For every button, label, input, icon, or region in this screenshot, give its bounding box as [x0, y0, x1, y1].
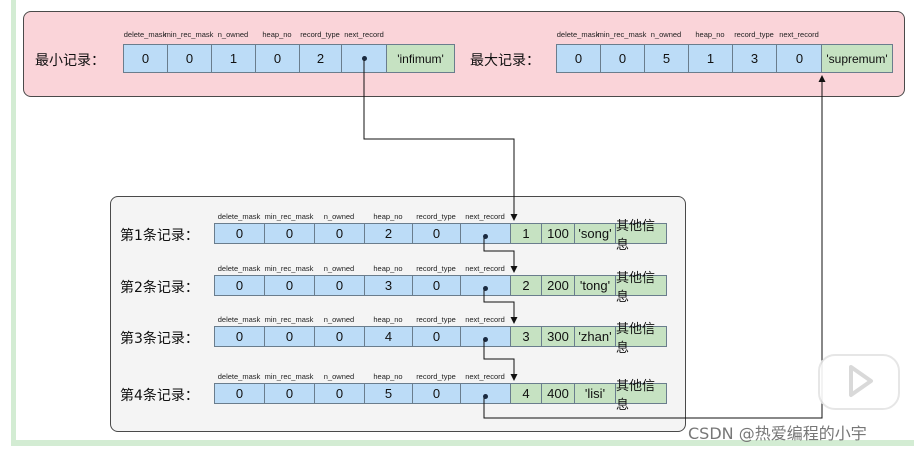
- record-1-header-2: n_owned: [323, 212, 355, 221]
- record-2-data-1: 200: [541, 275, 575, 296]
- infimum-field-0: 0: [123, 44, 168, 73]
- supremum-field-1: 0: [600, 44, 645, 73]
- record-4-header-5: next_record: [465, 372, 505, 381]
- supremum-field-0: 0: [556, 44, 601, 73]
- supremum-field-4: 3: [732, 44, 777, 73]
- record-1-header-5: next_record: [465, 212, 505, 221]
- record-3-header-4: record_type: [416, 315, 456, 324]
- record-3-next-record-pointer: [482, 337, 488, 342]
- arrow-record-2-to-record-3: [483, 290, 518, 324]
- record-3-data-2: 'zhan': [574, 326, 616, 347]
- infimum-label: 最小记录：: [35, 53, 105, 69]
- video-play-icon: [818, 346, 900, 410]
- arrow-record-4-to-supremum: [483, 75, 826, 419]
- record-2-header-5: next_record: [465, 264, 505, 273]
- record-1-data-1: 100: [541, 223, 575, 244]
- record-2-field-4: 0: [412, 275, 461, 296]
- record-3-header-1: min_rec_mask: [264, 315, 314, 324]
- supremum-label: 最大记录：: [470, 53, 540, 69]
- infimum-header-4: record_type: [300, 30, 340, 39]
- supremum-header-5: next_record: [779, 30, 819, 39]
- record-2-header-4: record_type: [416, 264, 456, 273]
- record-4-header-4: record_type: [416, 372, 456, 381]
- record-2-label: 第2条记录：: [120, 280, 199, 296]
- record-1-label: 第1条记录：: [120, 228, 199, 244]
- record-1-header-3: heap_no: [373, 212, 403, 221]
- record-1-header-0: delete_mask: [217, 212, 261, 221]
- supremum-header-2: n_owned: [650, 30, 682, 39]
- arrow-infimum-to-record-1: [363, 60, 518, 221]
- record-1-next-record-pointer: [482, 234, 488, 239]
- record-4-data-0: 4: [510, 383, 542, 404]
- supremum-header-3: heap_no: [695, 30, 725, 39]
- supremum-name: 'supremum': [821, 44, 893, 73]
- record-4-next-record-pointer: [482, 394, 488, 399]
- record-2-field-1: 0: [264, 275, 315, 296]
- supremum-header-4: record_type: [734, 30, 774, 39]
- infimum-header-1: min_rec_mask: [164, 30, 214, 39]
- supremum-header-1: min_rec_mask: [597, 30, 647, 39]
- infimum-header-5: next_record: [344, 30, 384, 39]
- record-4-header-2: n_owned: [323, 372, 355, 381]
- infimum-header-2: n_owned: [217, 30, 249, 39]
- arrow-record-1-to-record-2: [483, 238, 518, 273]
- record-2-data-2: 'tong': [574, 275, 616, 296]
- record-4-field-3: 5: [364, 383, 413, 404]
- arrow-record-3-to-record-4: [483, 340, 518, 381]
- supremum-field-3: 1: [688, 44, 733, 73]
- record-4-header-0: delete_mask: [217, 372, 261, 381]
- record-2-header-1: min_rec_mask: [264, 264, 314, 273]
- record-3-header-0: delete_mask: [217, 315, 261, 324]
- infimum-name: 'infimum': [386, 44, 455, 73]
- supremum-field-5: 0: [776, 44, 823, 73]
- record-2-next-record-pointer: [482, 286, 488, 291]
- record-2-header-0: delete_mask: [217, 264, 261, 273]
- record-1-data-2: 'song': [574, 223, 616, 244]
- infimum-header-0: delete_mask: [123, 30, 167, 39]
- infimum-field-3: 0: [255, 44, 300, 73]
- supremum-header-0: delete_mask: [556, 30, 600, 39]
- record-3-label: 第3条记录：: [120, 331, 199, 347]
- record-4-data-2: 'lisi': [574, 383, 616, 404]
- record-3-field-4: 0: [412, 326, 461, 347]
- watermark: CSDN @热爱编程的小宇: [688, 424, 867, 443]
- record-4-label: 第4条记录：: [120, 388, 199, 404]
- record-4-header-1: min_rec_mask: [264, 372, 314, 381]
- infimum-field-2: 1: [211, 44, 256, 73]
- record-4-data-1: 400: [541, 383, 575, 404]
- record-4-header-3: heap_no: [373, 372, 403, 381]
- infimum-header-3: heap_no: [262, 30, 292, 39]
- record-2-header-2: n_owned: [323, 264, 355, 273]
- record-2-field-3: 3: [364, 275, 413, 296]
- infimum-next-record-pointer: [361, 56, 367, 61]
- record-3-header-5: next_record: [465, 315, 505, 324]
- record-2-header-3: heap_no: [373, 264, 403, 273]
- record-3-header-3: heap_no: [373, 315, 403, 324]
- record-3-header-2: n_owned: [323, 315, 355, 324]
- record-1-header-1: min_rec_mask: [264, 212, 314, 221]
- record-1-header-4: record_type: [416, 212, 456, 221]
